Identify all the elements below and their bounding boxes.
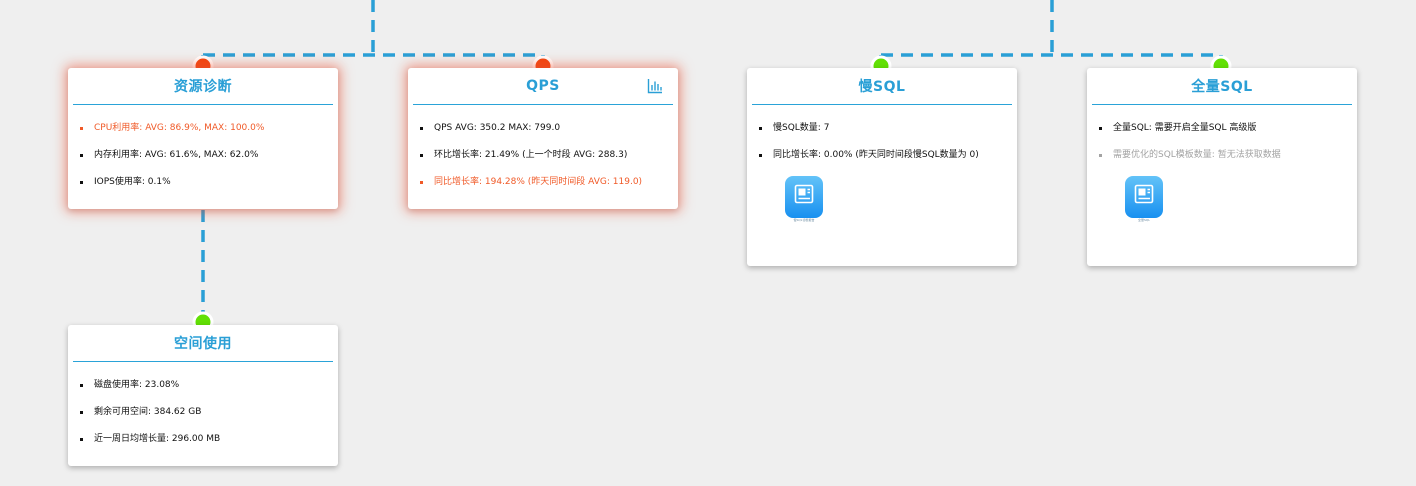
status-nodes (192, 55, 1232, 333)
card-resource-diagnosis[interactable]: 资源诊断 CPU利用率: AVG: 86.9%, MAX: 100.0% 内存利… (68, 68, 338, 209)
card-header: 空间使用 (73, 325, 333, 362)
report-icon (794, 184, 814, 204)
card-space-usage[interactable]: 空间使用 磁盘使用率: 23.08% 剩余可用空间: 384.62 GB 近一周… (68, 325, 338, 466)
card-title: 全量SQL (1191, 79, 1253, 95)
metric-sql-template-count: 需要优化的SQL模板数量: 暂无法获取数据 (1099, 142, 1357, 169)
card-header: QPS (413, 68, 673, 105)
metric-full-sql-status: 全量SQL: 需要开启全量SQL 高级版 (1099, 115, 1357, 142)
metric-free-space: 剩余可用空间: 384.62 GB (80, 399, 338, 426)
metric-iops-usage: IOPS使用率: 0.1% (80, 169, 338, 196)
card-header: 资源诊断 (73, 68, 333, 105)
metric-qps-avg-max: QPS AVG: 350.2 MAX: 799.0 (420, 115, 678, 142)
card-title: QPS (526, 78, 560, 94)
card-header: 全量SQL (1092, 68, 1352, 105)
card-qps[interactable]: QPS QPS AVG: 350.2 MAX: 799.0 环比增长率: 21.… (408, 68, 678, 209)
metric-slow-sql-growth: 同比增长率: 0.00% (昨天同时间段慢SQL数量为 0) (759, 142, 1017, 169)
metric-disk-usage: 磁盘使用率: 23.08% (80, 372, 338, 399)
icon-caption: 慢SQL诊断报告 (793, 218, 815, 222)
metric-cpu-usage: CPU利用率: AVG: 86.9%, MAX: 100.0% (80, 115, 338, 142)
metric-list: 慢SQL数量: 7 同比增长率: 0.00% (昨天同时间段慢SQL数量为 0) (747, 105, 1017, 169)
card-full-sql[interactable]: 全量SQL 全量SQL: 需要开启全量SQL 高级版 需要优化的SQL模板数量:… (1087, 68, 1357, 266)
card-title: 资源诊断 (174, 79, 232, 95)
card-slow-sql[interactable]: 慢SQL 慢SQL数量: 7 同比增长率: 0.00% (昨天同时间段慢SQL数… (747, 68, 1017, 266)
metric-weekly-growth: 近一周日均增长量: 296.00 MB (80, 426, 338, 453)
metric-list: 磁盘使用率: 23.08% 剩余可用空间: 384.62 GB 近一周日均增长量… (68, 362, 338, 453)
card-title: 空间使用 (174, 336, 232, 352)
metric-list: 全量SQL: 需要开启全量SQL 高级版 需要优化的SQL模板数量: 暂无法获取… (1087, 105, 1357, 169)
card-header: 慢SQL (752, 68, 1012, 105)
connector-lines (201, 0, 1223, 320)
metric-slow-sql-count: 慢SQL数量: 7 (759, 115, 1017, 142)
report-icon (1134, 184, 1154, 204)
metric-list: QPS AVG: 350.2 MAX: 799.0 环比增长率: 21.49% … (408, 105, 678, 196)
slow-sql-report-icon[interactable]: 慢SQL诊断报告 (785, 176, 823, 222)
metric-memory-usage: 内存利用率: AVG: 61.6%, MAX: 62.0% (80, 142, 338, 169)
icon-caption: 全量SQL (1138, 218, 1150, 222)
metric-qps-chain-growth: 环比增长率: 21.49% (上一个时段 AVG: 288.3) (420, 142, 678, 169)
card-title: 慢SQL (858, 79, 906, 95)
bar-chart-icon[interactable] (647, 78, 663, 94)
full-sql-report-icon[interactable]: 全量SQL (1125, 176, 1163, 222)
metric-list: CPU利用率: AVG: 86.9%, MAX: 100.0% 内存利用率: A… (68, 105, 338, 196)
metric-qps-yoy-growth: 同比增长率: 194.28% (昨天同时间段 AVG: 119.0) (420, 169, 678, 196)
